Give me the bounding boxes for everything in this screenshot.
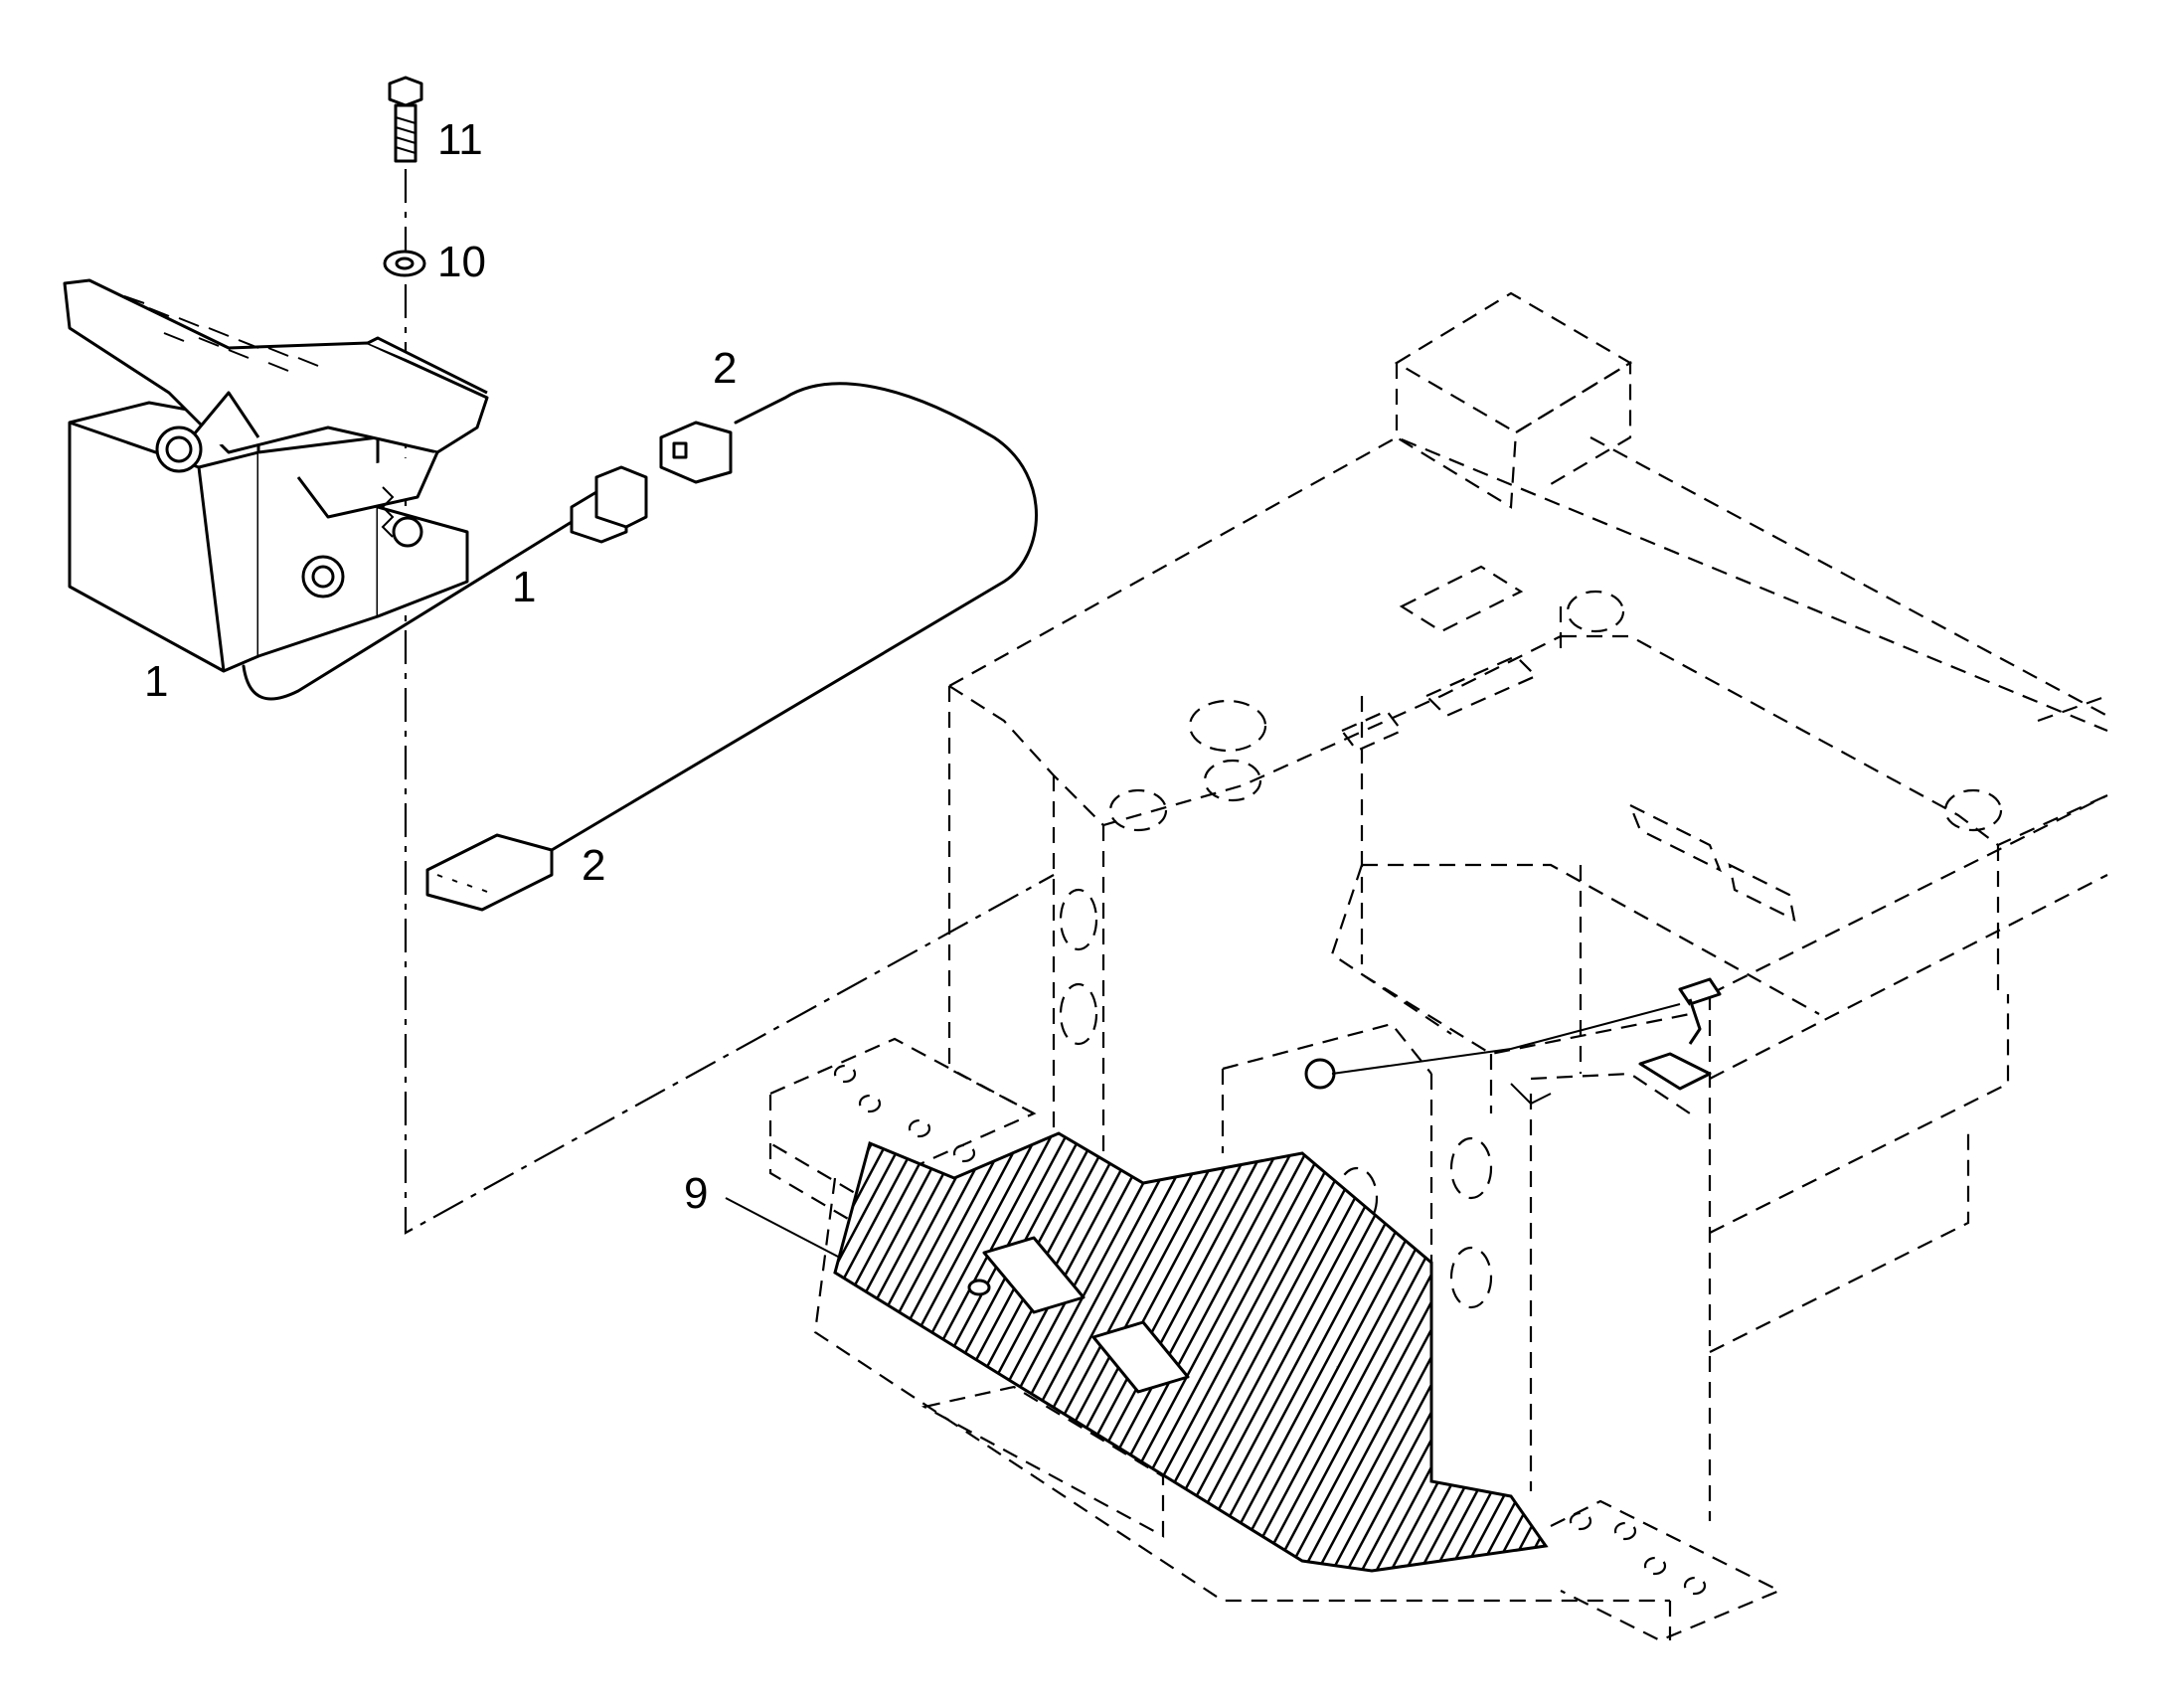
cab-fittings-icon — [1304, 977, 1722, 1106]
callout-2-top: 2 — [713, 344, 737, 393]
connector-icon — [425, 421, 733, 912]
callout-1-pedal: 1 — [144, 657, 168, 706]
bolt-icon — [388, 76, 423, 163]
assembly-centerline — [404, 111, 1055, 1235]
leader-lines — [725, 1197, 841, 1259]
callout-11: 11 — [437, 115, 483, 164]
callout-1-harness: 1 — [512, 563, 536, 611]
cab-frame-icon — [768, 291, 2108, 1642]
washer-icon — [383, 250, 426, 277]
callout-2-bottom: 2 — [582, 841, 605, 890]
foot-pedal-icon — [63, 278, 489, 673]
callout-9: 9 — [684, 1169, 708, 1218]
floor-mat-icon — [833, 1131, 1549, 1573]
wire-harness-icon — [242, 382, 1038, 852]
callout-10: 10 — [437, 238, 486, 286]
